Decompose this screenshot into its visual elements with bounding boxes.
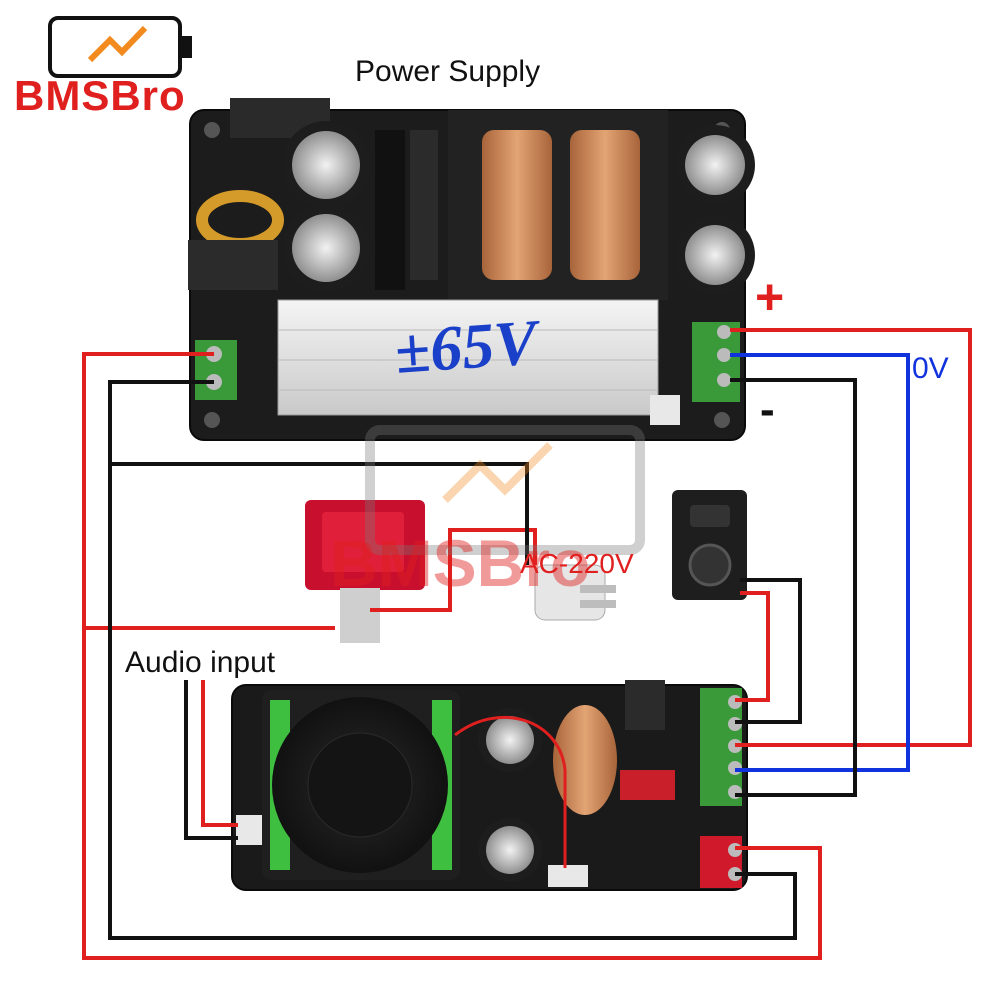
wire-ac-line <box>82 352 822 960</box>
amp-inductor <box>553 705 617 815</box>
transformer <box>448 110 668 300</box>
audio-input-label: Audio input <box>125 646 276 679</box>
psu-capacitor <box>282 121 755 295</box>
wire-ac-neutral <box>108 380 797 940</box>
wire-neutral-plug <box>110 462 529 565</box>
cooling-fan <box>262 690 460 880</box>
wire-ground-rail <box>730 353 910 772</box>
wire-fan-lead <box>454 715 567 868</box>
wire-speaker-red <box>735 591 770 702</box>
ac-plug <box>534 564 616 621</box>
ac-voltage-label: AC-220V <box>520 548 634 579</box>
psu-dc-terminal <box>692 322 740 402</box>
wire-speaker-black <box>735 578 802 724</box>
wires <box>82 328 972 960</box>
wire-positive-rail <box>730 328 972 747</box>
wire-audio-black <box>184 680 238 840</box>
brand-logo <box>48 16 192 78</box>
psu-voltage-label: ±65V <box>392 306 540 387</box>
heatsink <box>277 299 659 416</box>
rocker-switch <box>305 500 425 643</box>
plus-label: + <box>755 269 785 325</box>
psu-board <box>188 98 755 441</box>
wire-audio-red <box>201 680 238 827</box>
audio-input-connector <box>236 815 262 845</box>
wire-switch-plug <box>370 528 537 612</box>
speaker <box>672 490 747 600</box>
amp-board <box>231 680 748 891</box>
power-supply-title: Power Supply <box>355 55 541 88</box>
brand-name: BMSBro <box>14 72 186 119</box>
watermark-logo <box>365 425 645 555</box>
zero-volt-label: 0V <box>912 352 949 385</box>
watermark-text: BMSBro <box>330 526 591 600</box>
minus-label: - <box>760 385 775 434</box>
wire-negative-rail <box>730 378 857 797</box>
